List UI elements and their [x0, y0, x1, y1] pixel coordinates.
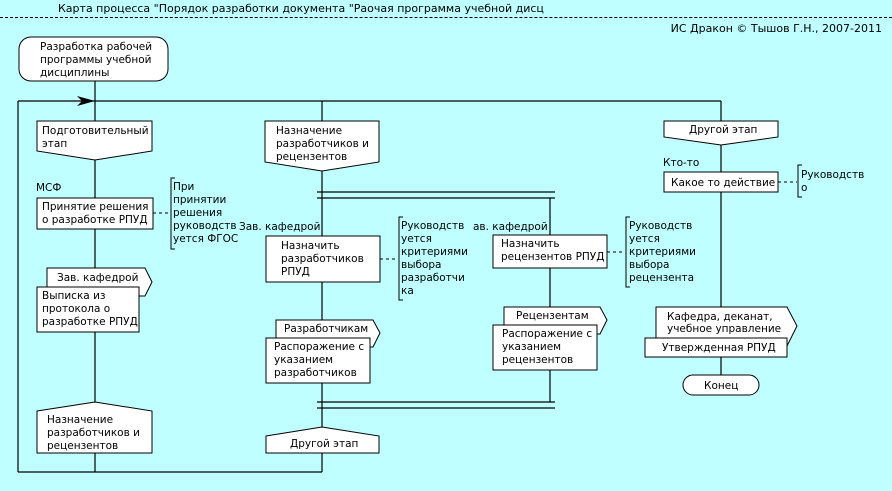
svg-text:критериями: критериями [401, 246, 468, 258]
start-terminator[interactable]: Разработка рабочей программы учебной дис… [18, 36, 169, 82]
svg-text:Руководств: Руководств [801, 169, 864, 181]
branch1-header-line-2: этап [42, 138, 67, 150]
svg-text:Руководств: Руководств [401, 220, 464, 232]
svg-text:руководств: руководств [173, 220, 237, 232]
branch1-address[interactable]: Назначение разработчиков и рецензентов [36, 401, 153, 454]
shelf-doc-line-2: протокола о [42, 303, 110, 315]
branch2-header[interactable]: Назначение разработчиков и рецензентов [264, 120, 380, 172]
actor-someone: Кто-то [663, 157, 699, 169]
start-line-2: программы учебной [40, 54, 152, 66]
comment-bracket [625, 216, 630, 288]
end-label: Конец [704, 380, 738, 392]
shelf-approval[interactable]: Кафедра, деканат, учебное управление Утв… [644, 306, 798, 358]
comment-guidance: Руководств о [801, 169, 864, 194]
action-line-3: РПУД [281, 266, 310, 278]
loop-arrow-icon [77, 96, 95, 106]
comment-bracket [797, 164, 802, 198]
actor-zav-kafedroy: Зав. кафедрой [239, 221, 320, 233]
actor-msf: МСФ [36, 182, 61, 194]
shelf-owner-line-2: учебное управление [667, 323, 781, 335]
action-line-2: разработчиков [281, 253, 364, 265]
svg-text:Руководств: Руководств [629, 220, 692, 232]
comment-bracket [170, 177, 175, 250]
svg-text:о: о [801, 182, 807, 194]
shelf-doc-line-3: разработчиков [274, 367, 357, 379]
comment-developer-criteria: Руководств уется критериями выбора разра… [401, 220, 468, 297]
shelf-doc-line-1: Выписка из [42, 290, 105, 302]
shelf-doc-label: Утвержденная РПУД [662, 342, 776, 354]
shelf-zav-kafedroy[interactable]: Зав. кафедрой Выписка из протокола о раз… [36, 267, 153, 333]
svg-text:выбора: выбора [629, 259, 669, 271]
branch2-header-line-3: рецензентов [276, 151, 347, 163]
svg-text:уется ФГОС: уется ФГОС [173, 233, 238, 245]
action-decision-line-1: Принятие решения [42, 201, 149, 213]
shelf-owner: Зав. кафедрой [57, 272, 138, 284]
action-line-2: рецензентов РПУД [501, 251, 604, 263]
svg-text:решения: решения [173, 207, 222, 219]
action-some-action[interactable]: Какое то действие [663, 171, 779, 193]
branch2-address-label: Другой этап [290, 438, 358, 450]
shelf-owner-line-1: Кафедра, деканат, [667, 311, 773, 323]
svg-text:разработчи: разработчи [401, 272, 465, 284]
branch1-header-line-1: Подготовительный [42, 125, 149, 137]
branch2-address[interactable]: Другой этап [265, 426, 380, 454]
branch1-address-line-3: рецензентов [47, 440, 118, 452]
comment-fgos: При принятии решения руководств уется ФГ… [173, 181, 238, 245]
svg-text:критериями: критериями [629, 246, 696, 258]
action-label: Какое то действие [671, 177, 775, 189]
branch2-header-line-2: разработчиков и [276, 138, 369, 150]
branch3-header-label: Другой этап [689, 124, 757, 136]
svg-text:уется: уется [401, 233, 432, 245]
branch2-header-line-1: Назначение [276, 125, 342, 137]
actor-zav-kafedroy-right: ав. кафедрой [473, 221, 548, 233]
shelf-doc-line-2: указанием [274, 354, 333, 366]
shelf-developers[interactable]: Разработчикам Распоражение с указанием р… [265, 319, 381, 384]
branch1-address-line-2: разработчиков и [47, 427, 140, 439]
branch3-header[interactable]: Другой этап [663, 120, 779, 146]
start-line-3: дисциплины [40, 67, 109, 79]
shelf-doc-line-1: Распоражение с [274, 341, 364, 353]
shelf-doc-line-3: разработке РПУД [42, 316, 138, 328]
action-decision[interactable]: Принятие решения о разработке РПУД [36, 197, 154, 230]
shelf-owner: Рецензентам [516, 310, 589, 322]
svg-text:выбора: выбора [401, 259, 441, 271]
diagram-title: Карта процесса "Порядок разработки докум… [58, 2, 544, 15]
svg-text:рецензента: рецензента [629, 272, 694, 284]
branch1-address-line-1: Назначение [47, 414, 113, 426]
shelf-doc-line-3: рецензентов [502, 354, 573, 366]
comment-reviewer-criteria: Руководств уется критериями выбора рецен… [629, 220, 696, 284]
branch1-header[interactable]: Подготовительный этап [36, 120, 153, 161]
header-separator [0, 17, 892, 18]
action-line-1: Назначить [281, 240, 340, 252]
copyright-text: ИС Дракон © Тышов Г.Н., 2007-2011 [670, 22, 882, 35]
action-assign-developers[interactable]: Назначить разработчиков РПУД [265, 235, 381, 283]
svg-text:принятии: принятии [173, 194, 226, 206]
shelf-doc-line-1: Распоражение с [502, 328, 592, 340]
shelf-owner: Разработчикам [284, 323, 368, 335]
start-line-1: Разработка рабочей [40, 41, 152, 53]
svg-text:уется: уется [629, 233, 660, 245]
svg-text:ка: ка [401, 285, 414, 297]
shelf-reviewers[interactable]: Рецензентам Распоражение с указанием рец… [492, 306, 608, 371]
shelf-doc-line-2: указанием [502, 341, 561, 353]
svg-text:При: При [173, 181, 194, 193]
action-line-1: Назначить [501, 238, 560, 250]
action-assign-reviewers[interactable]: Назначить рецензентов РПУД [492, 234, 608, 269]
end-terminator[interactable]: Конец [682, 374, 760, 396]
comment-bracket [398, 216, 403, 301]
action-decision-line-2: о разработке РПУД [42, 214, 148, 226]
